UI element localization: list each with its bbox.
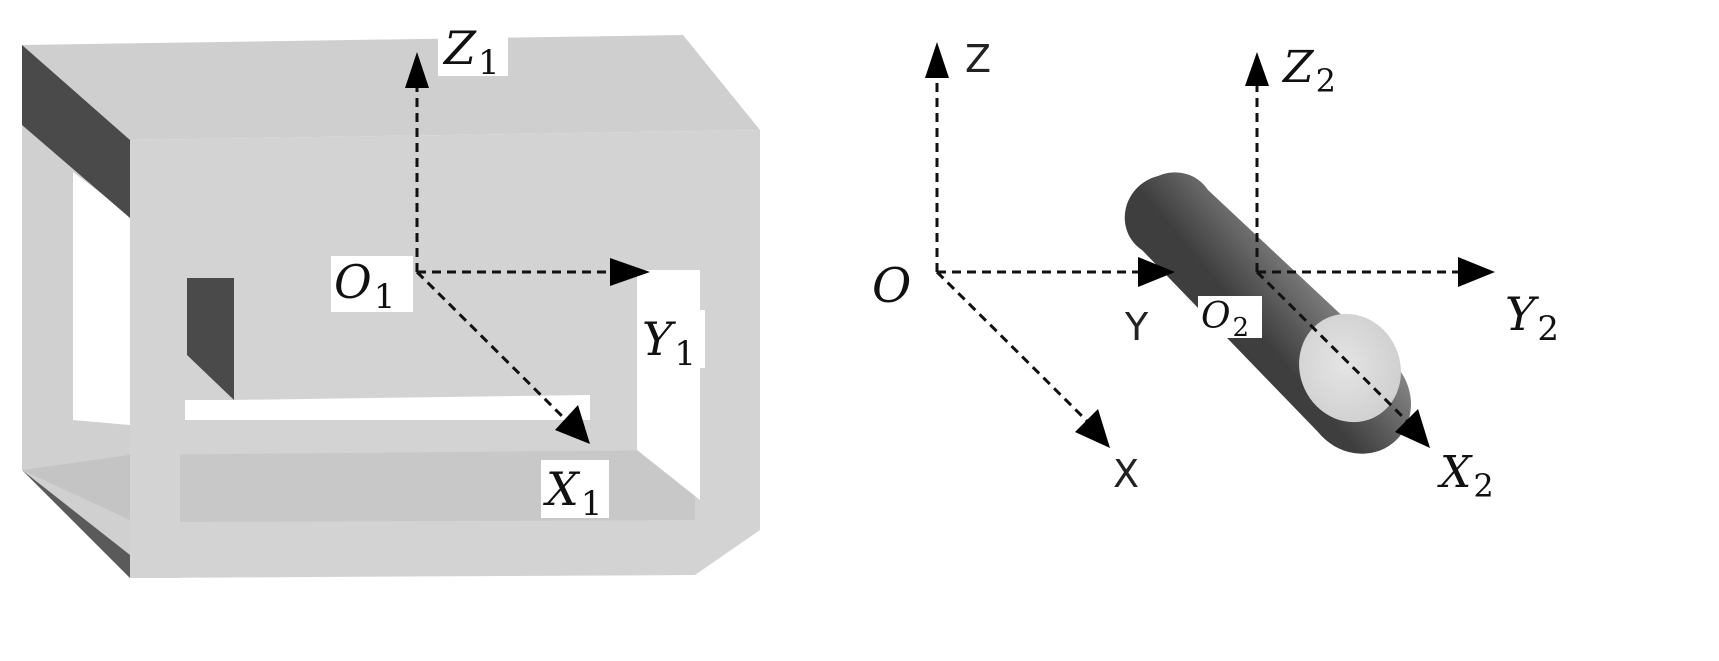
box-top-face [22, 35, 760, 140]
cylinder-axes: Z2 O2 Y2 X2 [1198, 42, 1559, 505]
box-bottom-lower [22, 470, 130, 578]
axis-x2 [1255, 270, 1412, 426]
label-y1: Y1 [642, 312, 696, 374]
label-o: O [872, 258, 911, 314]
axis-x [935, 270, 1092, 426]
left-axes: Z1 O1 Y1 X1 [331, 18, 705, 524]
label-z1: Z1 [442, 21, 500, 83]
arrow-x2 [1395, 409, 1430, 448]
inner-dark-panel [187, 278, 234, 400]
arrow-y2 [1458, 257, 1495, 287]
front-opening-bottom [185, 395, 590, 420]
label-x2: X2 [1437, 447, 1494, 505]
front-pillar [130, 420, 180, 578]
arrow-z2 [1245, 52, 1269, 86]
arrow-z [925, 42, 949, 78]
label-y2: Y2 [1505, 287, 1559, 349]
bottom-band [180, 450, 695, 522]
arrow-y1 [610, 258, 650, 286]
arrow-x [1075, 409, 1110, 448]
left-dark-bar [22, 45, 130, 218]
arrow-y [1138, 257, 1175, 287]
world-y-axis: Y [937, 257, 1175, 349]
axis-x1 [415, 270, 570, 424]
world-axes: Z O X [872, 37, 1139, 496]
label-x: X [1113, 452, 1139, 496]
label-x1: X1 [543, 462, 602, 524]
label-z: Z [965, 37, 991, 81]
arrow-x1 [555, 405, 590, 444]
label-y: Y [1124, 305, 1149, 349]
label-z2: Z2 [1281, 42, 1336, 100]
cylinder [1124, 172, 1411, 454]
label-o1: O1 [334, 255, 395, 317]
arrow-z1 [405, 52, 429, 88]
label-o2: O2 [1201, 296, 1249, 343]
left-side-opening [73, 172, 130, 425]
